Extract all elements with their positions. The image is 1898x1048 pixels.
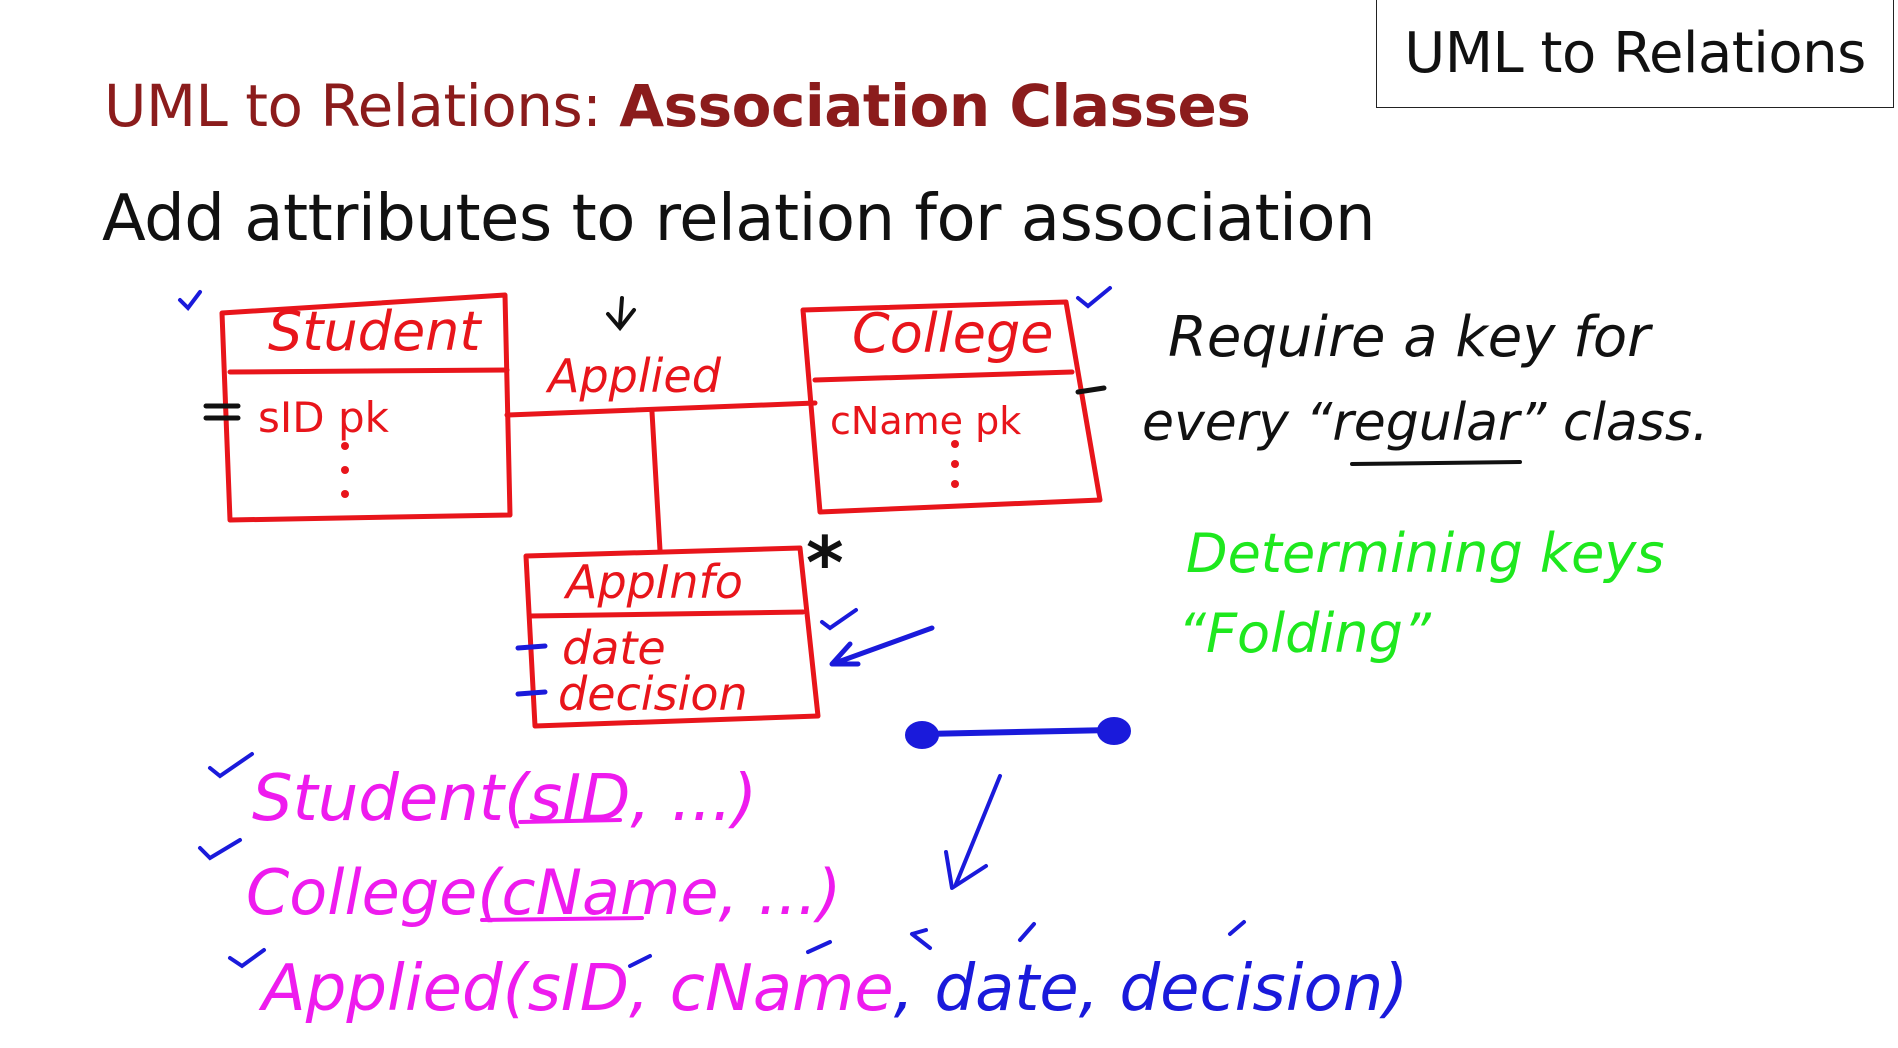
association-line — [504, 400, 818, 553]
note-line-2-b: regular — [1332, 393, 1523, 453]
note-line-1: Require a key for — [1168, 305, 1653, 370]
title-prefix: UML to Relations: — [104, 72, 620, 140]
appinfo-class — [523, 545, 821, 729]
folding-arrow-icon — [944, 774, 1002, 890]
college-attr-ellipsis — [951, 440, 959, 488]
student-class-name: Student — [268, 300, 482, 363]
slide-tag: UML to Relations — [1376, 0, 1894, 108]
cname-underline — [480, 916, 644, 922]
student-class-attr: sID pk — [258, 393, 390, 442]
appinfo-class-name: AppInfo — [563, 555, 743, 609]
applied-annotation-marks — [628, 920, 1246, 968]
page-title: UML to Relations: Association Classes — [104, 72, 1251, 140]
college-rel-check-icon — [198, 838, 242, 861]
student-rel-check-icon — [208, 752, 254, 779]
student-key-mark — [203, 403, 241, 421]
association-symbol-icon — [905, 717, 1131, 749]
green-note-1: Determining keys — [1186, 522, 1665, 585]
college-class — [800, 299, 1103, 515]
title-bold: Association Classes — [619, 72, 1251, 140]
student-attr-ellipsis — [341, 442, 349, 498]
college-key-mark — [1075, 385, 1107, 395]
appinfo-star: * — [806, 521, 844, 605]
note-line-2: every “regular” class. — [1142, 393, 1709, 453]
applied-rel-check-icon — [228, 948, 266, 969]
appinfo-arrow-icon — [829, 625, 935, 667]
relation-applied-prefix: Applied(sID, cName — [258, 952, 894, 1026]
college-check-icon — [1076, 286, 1112, 309]
student-check-icon — [178, 290, 202, 312]
relation-student: Student(sID, ...) — [252, 762, 757, 836]
relation-applied-suffix: , date, decision) — [894, 952, 1408, 1026]
appinfo-attr-marks — [515, 643, 548, 697]
relation-college: College(cName, ...) — [246, 856, 841, 929]
relation-applied: Applied(sID, cName, date, decision) — [258, 952, 1408, 1026]
green-note-2: “Folding” — [1178, 602, 1432, 665]
sid-underline — [518, 818, 622, 824]
appinfo-check-icon — [820, 608, 858, 631]
page-subtitle: Add attributes to relation for associati… — [102, 182, 1376, 256]
association-pointer-icon — [606, 296, 636, 332]
student-class — [219, 292, 513, 523]
college-class-name: College — [852, 302, 1053, 365]
note-line-2-a: every “ — [1142, 393, 1333, 453]
note-line-2-c: ” class. — [1519, 393, 1708, 453]
appinfo-attr-decision: decision — [558, 667, 748, 721]
appinfo-attr-date: date — [562, 621, 666, 675]
regular-underline — [1350, 460, 1522, 466]
association-label: Applied — [545, 349, 722, 403]
college-class-attr: cName pk — [830, 399, 1021, 443]
